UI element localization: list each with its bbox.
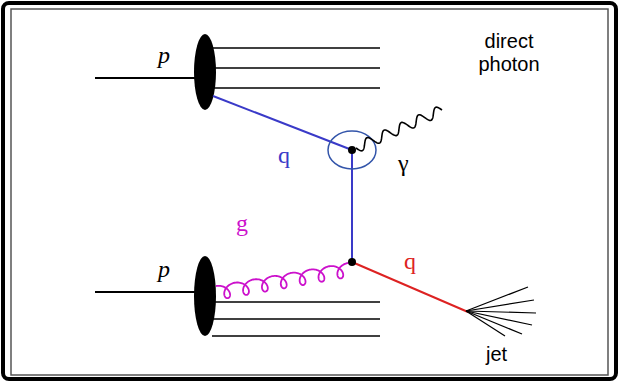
photon-symbol: γ (398, 150, 409, 177)
remnant-line (212, 47, 380, 48)
inner-frame (11, 9, 608, 375)
remnant-line (213, 318, 380, 319)
quark-label: q (404, 248, 416, 275)
outer-frame (3, 3, 616, 379)
proton-blob (194, 256, 216, 336)
proton-label: p⃗ (158, 42, 189, 69)
remnant-line (213, 67, 380, 68)
jet-label: jet (486, 343, 507, 366)
vertex-dot (348, 258, 356, 266)
quark-label: q (278, 142, 290, 169)
proton-label: p⃗ (158, 256, 189, 283)
remnant-line (212, 335, 380, 336)
gluon-label: g (236, 210, 248, 237)
photon-label: direct photon (466, 30, 552, 76)
gluon-coil (216, 263, 348, 298)
photon-wave (356, 107, 442, 151)
jet-line (466, 300, 534, 311)
proton-line (95, 291, 196, 293)
remnant-line (212, 87, 380, 88)
proton-blob (194, 34, 216, 110)
jet-line (466, 311, 522, 334)
remnant-line (212, 301, 380, 302)
quark-propagator (351, 150, 353, 262)
vertex-dot (348, 146, 356, 154)
quark-line (213, 96, 352, 150)
proton-line (95, 77, 196, 79)
jet-line (466, 311, 505, 336)
jet-line (466, 287, 528, 311)
vertex-circle (328, 131, 376, 169)
